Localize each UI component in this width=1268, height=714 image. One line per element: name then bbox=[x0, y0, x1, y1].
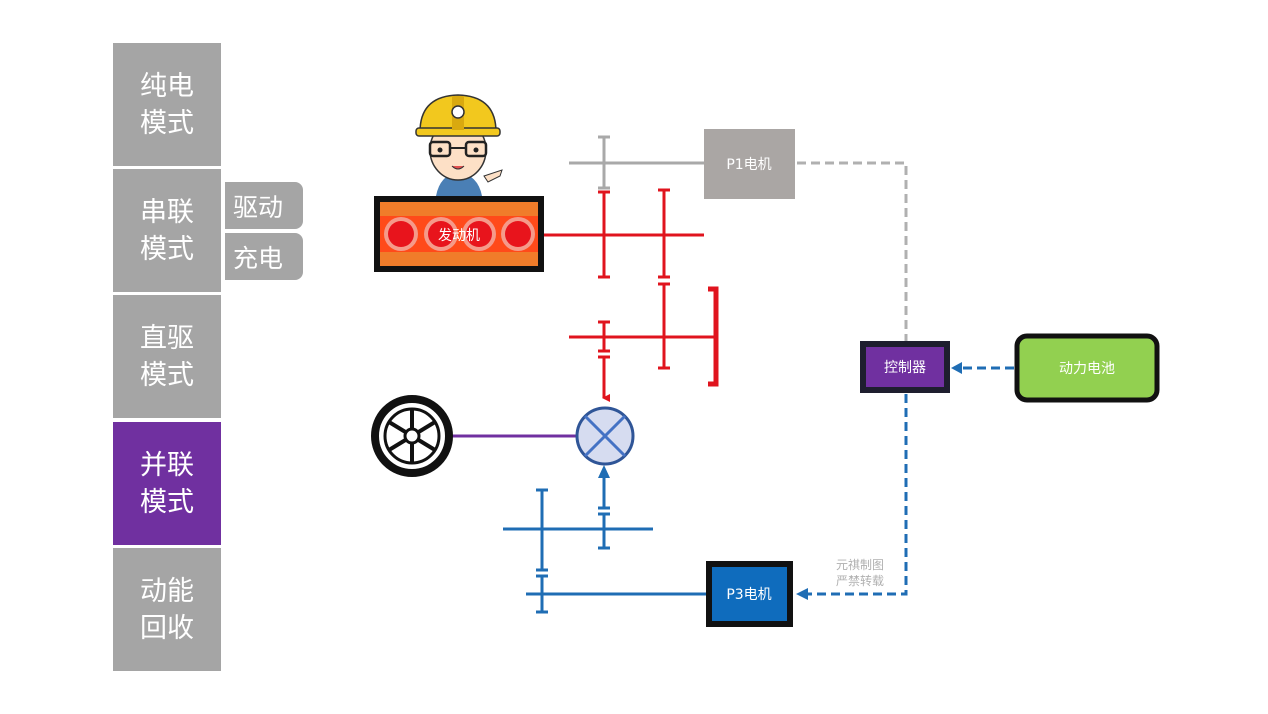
wheel-icon bbox=[371, 395, 453, 477]
sub-button-label: 充电 bbox=[233, 243, 284, 273]
watermark: 元祺制图 严禁转载 bbox=[836, 557, 884, 589]
nav-item-regen[interactable]: 动能回收 bbox=[113, 548, 221, 671]
nav-label: 直驱 bbox=[140, 322, 194, 354]
watermark-line: 元祺制图 bbox=[836, 558, 885, 572]
nav-label: 串联 bbox=[140, 196, 194, 228]
sub-button-label: 驱动 bbox=[233, 192, 284, 222]
engine-block[interactable]: 发动机 bbox=[374, 196, 544, 272]
p1-motor-label: P1电机 bbox=[726, 157, 771, 173]
sub-button-charge[interactable]: 充电 bbox=[225, 233, 303, 280]
arrow-left-icon bbox=[951, 362, 962, 374]
arrow-left-icon bbox=[796, 588, 808, 600]
nav-label: 回收 bbox=[140, 612, 194, 644]
p3-motor-label: P3电机 bbox=[726, 587, 771, 603]
nav-label: 模式 bbox=[140, 486, 194, 518]
differential-icon bbox=[575, 406, 635, 466]
p1-controller-link bbox=[797, 161, 908, 342]
sub-button-drive[interactable]: 驱动 bbox=[225, 182, 303, 229]
power-battery[interactable]: 动力电池 bbox=[1014, 333, 1160, 403]
battery-label: 动力电池 bbox=[1059, 361, 1115, 377]
nav-label: 模式 bbox=[140, 107, 194, 139]
nav-label: 模式 bbox=[140, 233, 194, 265]
nav-label: 纯电 bbox=[140, 70, 194, 102]
nav-label: 并联 bbox=[140, 449, 194, 481]
p1-gear bbox=[569, 135, 704, 190]
engine-gear-train bbox=[544, 188, 719, 402]
controller-label: 控制器 bbox=[884, 360, 926, 376]
nav-item-parallel[interactable]: 并联模式 bbox=[113, 422, 221, 545]
worker-mascot-icon bbox=[415, 94, 503, 196]
nav-item-direct-drive[interactable]: 直驱模式 bbox=[113, 295, 221, 418]
p3-gear-train bbox=[503, 477, 706, 614]
nav-label: 动能 bbox=[140, 575, 194, 607]
watermark-line: 严禁转载 bbox=[836, 574, 885, 588]
arrow-up-icon bbox=[598, 465, 610, 478]
nav-item-series[interactable]: 串联模式 bbox=[113, 169, 221, 292]
p3-motor[interactable]: P3电机 bbox=[706, 561, 793, 627]
controller-p3-link bbox=[808, 394, 908, 596]
p1-motor[interactable]: P1电机 bbox=[704, 129, 795, 199]
nav-item-pure-electric[interactable]: 纯电模式 bbox=[113, 43, 221, 166]
nav-label: 模式 bbox=[140, 359, 194, 391]
engine-label: 发动机 bbox=[438, 228, 480, 244]
controller[interactable]: 控制器 bbox=[860, 341, 950, 393]
